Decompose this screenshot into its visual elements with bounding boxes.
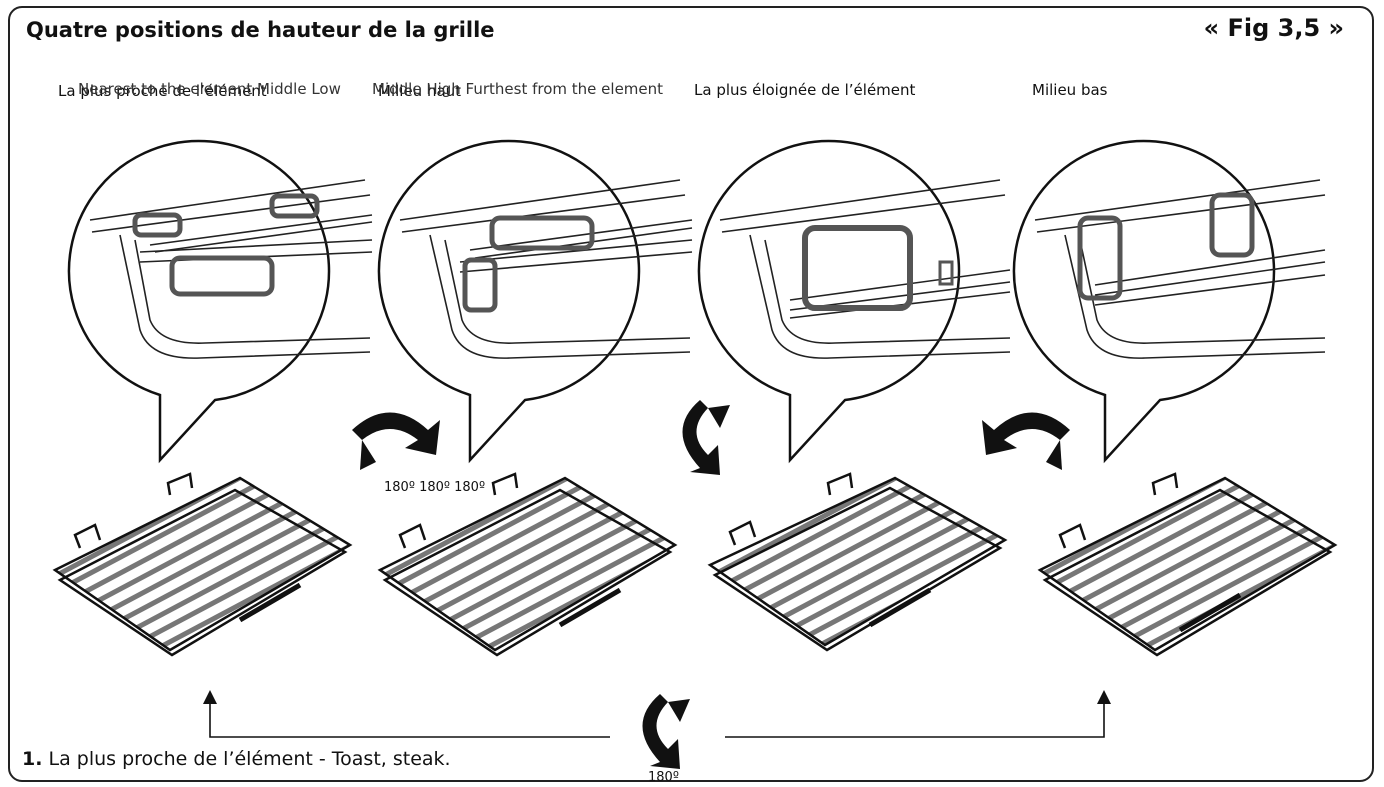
instruction-step: 1. La plus proche de l’élément - Toast, …: [22, 748, 451, 770]
magnifier-3: [697, 139, 961, 464]
step-text: La plus proche de l’élément - Toast, ste…: [48, 748, 451, 770]
oven-interior-3: [719, 179, 1011, 359]
magnifier-1: [67, 139, 331, 464]
page-title: Quatre positions de hauteur de la grille: [26, 18, 495, 42]
flip-vertical-icon: [682, 400, 730, 475]
rack-2: [377, 472, 678, 657]
bottom-connector: [209, 702, 1105, 738]
oven-interior-2: [399, 179, 693, 359]
figure-reference: « Fig 3,5 »: [1203, 14, 1344, 42]
arrow-up-icon: [203, 690, 1111, 704]
rotate-cw-icon: [352, 412, 440, 470]
step-number: 1.: [22, 748, 43, 770]
rack-4: [1037, 472, 1338, 657]
figure-frame: [8, 6, 1374, 782]
magnifier-4: [1012, 139, 1276, 464]
label-position-overlap-1: Nearest to the element Middle Low: [78, 80, 341, 98]
label-position-overlap-2: Middle High Furthest from the element: [372, 80, 664, 98]
label-position-1: La plus proche de l’élément: [58, 82, 267, 100]
rotation-label-group: 180º 180º 180º: [384, 480, 486, 495]
rack-3: [707, 472, 1008, 652]
rotate-ccw-icon: [982, 412, 1070, 470]
magnifier-2: [377, 139, 641, 464]
flip-vertical-icon-bottom: [642, 694, 690, 769]
rotation-label-bottom: 180º: [648, 770, 679, 785]
label-position-4: Milieu bas: [1032, 81, 1108, 99]
oven-interior-4: [1034, 179, 1326, 359]
label-position-3: La plus éloignée de l’élément: [694, 81, 916, 99]
rack-1: [52, 472, 353, 657]
oven-interior-1: [89, 179, 373, 359]
label-position-2: Milieu haut: [378, 82, 462, 100]
